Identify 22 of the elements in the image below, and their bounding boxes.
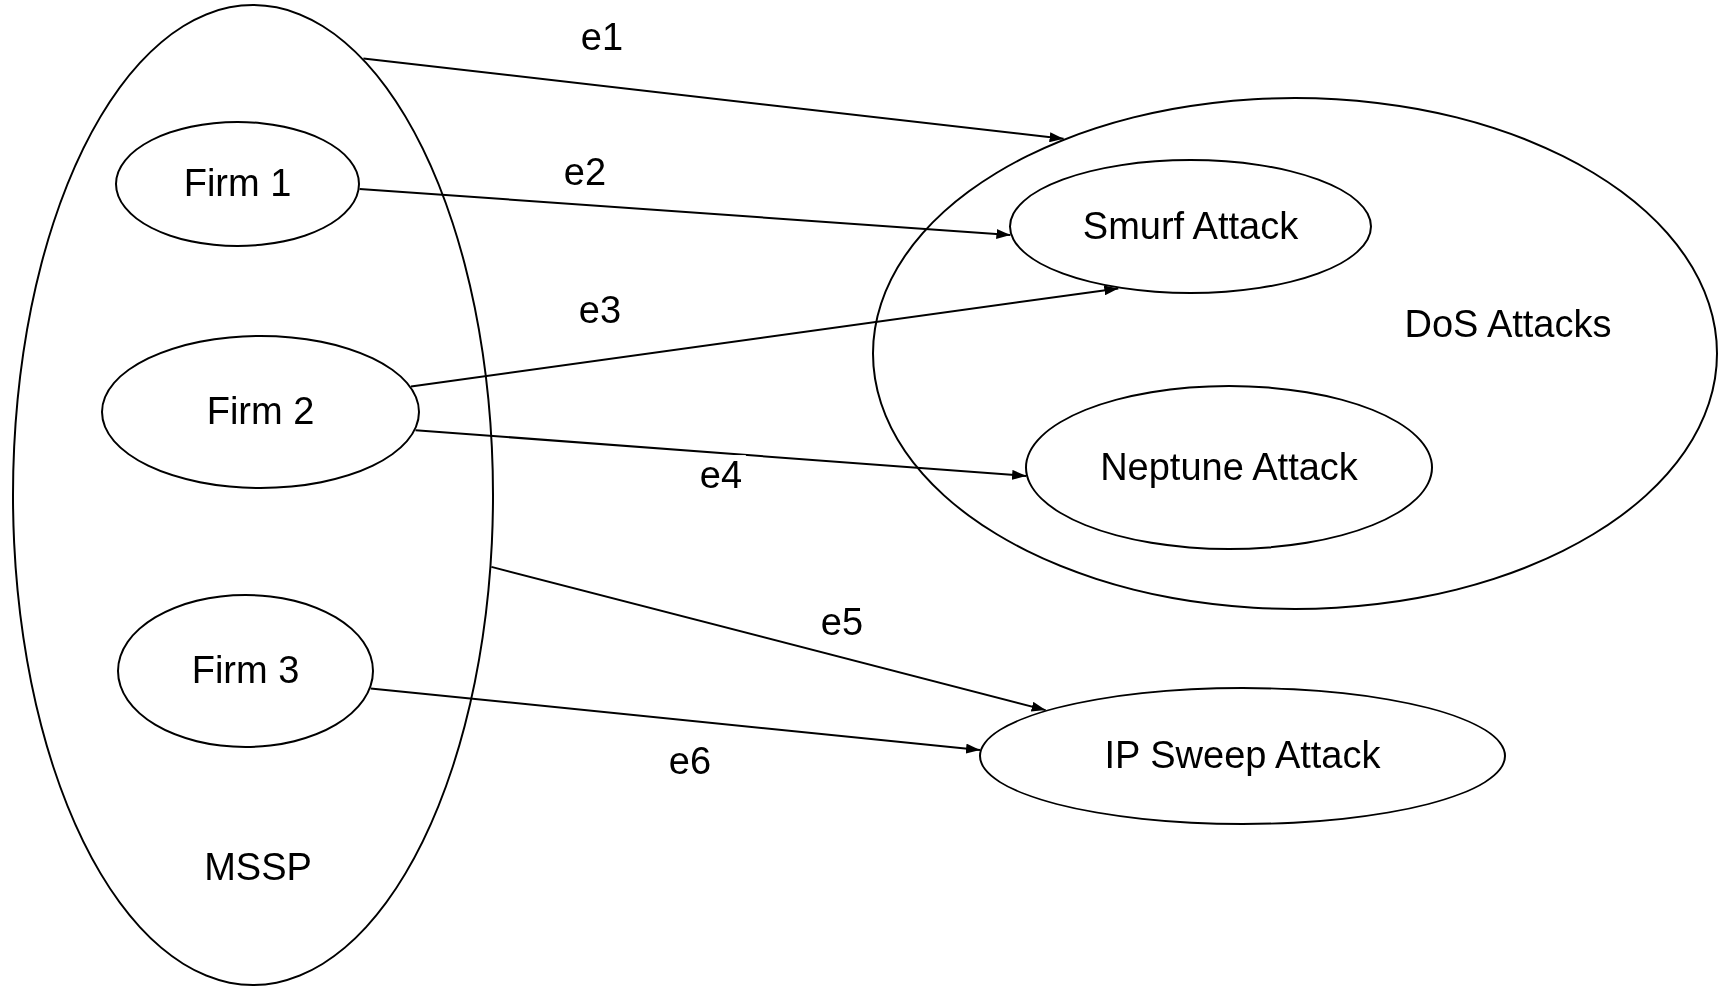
group-label: DoS Attacks	[1404, 304, 1612, 346]
ellipse-node	[979, 687, 1506, 825]
group-ellipse	[872, 97, 1718, 610]
arrow	[369, 687, 981, 754]
group-ellipse	[12, 4, 494, 986]
group-label: MSSP	[204, 847, 312, 889]
arrow	[414, 429, 1028, 480]
arrow	[490, 565, 1047, 712]
ellipse-node	[1009, 159, 1372, 294]
arrow	[358, 187, 1012, 239]
ellipse-node	[117, 594, 374, 748]
node-label: Neptune Attack	[1100, 446, 1358, 489]
ellipse-node	[1025, 385, 1433, 550]
node-label: Smurf Attack	[1082, 205, 1299, 248]
node-label: Firm 1	[183, 163, 292, 205]
node-label: Firm 3	[191, 650, 300, 692]
ellipse-node	[101, 335, 420, 489]
ellipse-node	[115, 121, 360, 247]
node-label: Firm 2	[206, 391, 315, 433]
node-label: IP Sweep Attack	[1104, 735, 1381, 777]
arrow	[362, 57, 1065, 143]
arrow	[410, 285, 1120, 388]
